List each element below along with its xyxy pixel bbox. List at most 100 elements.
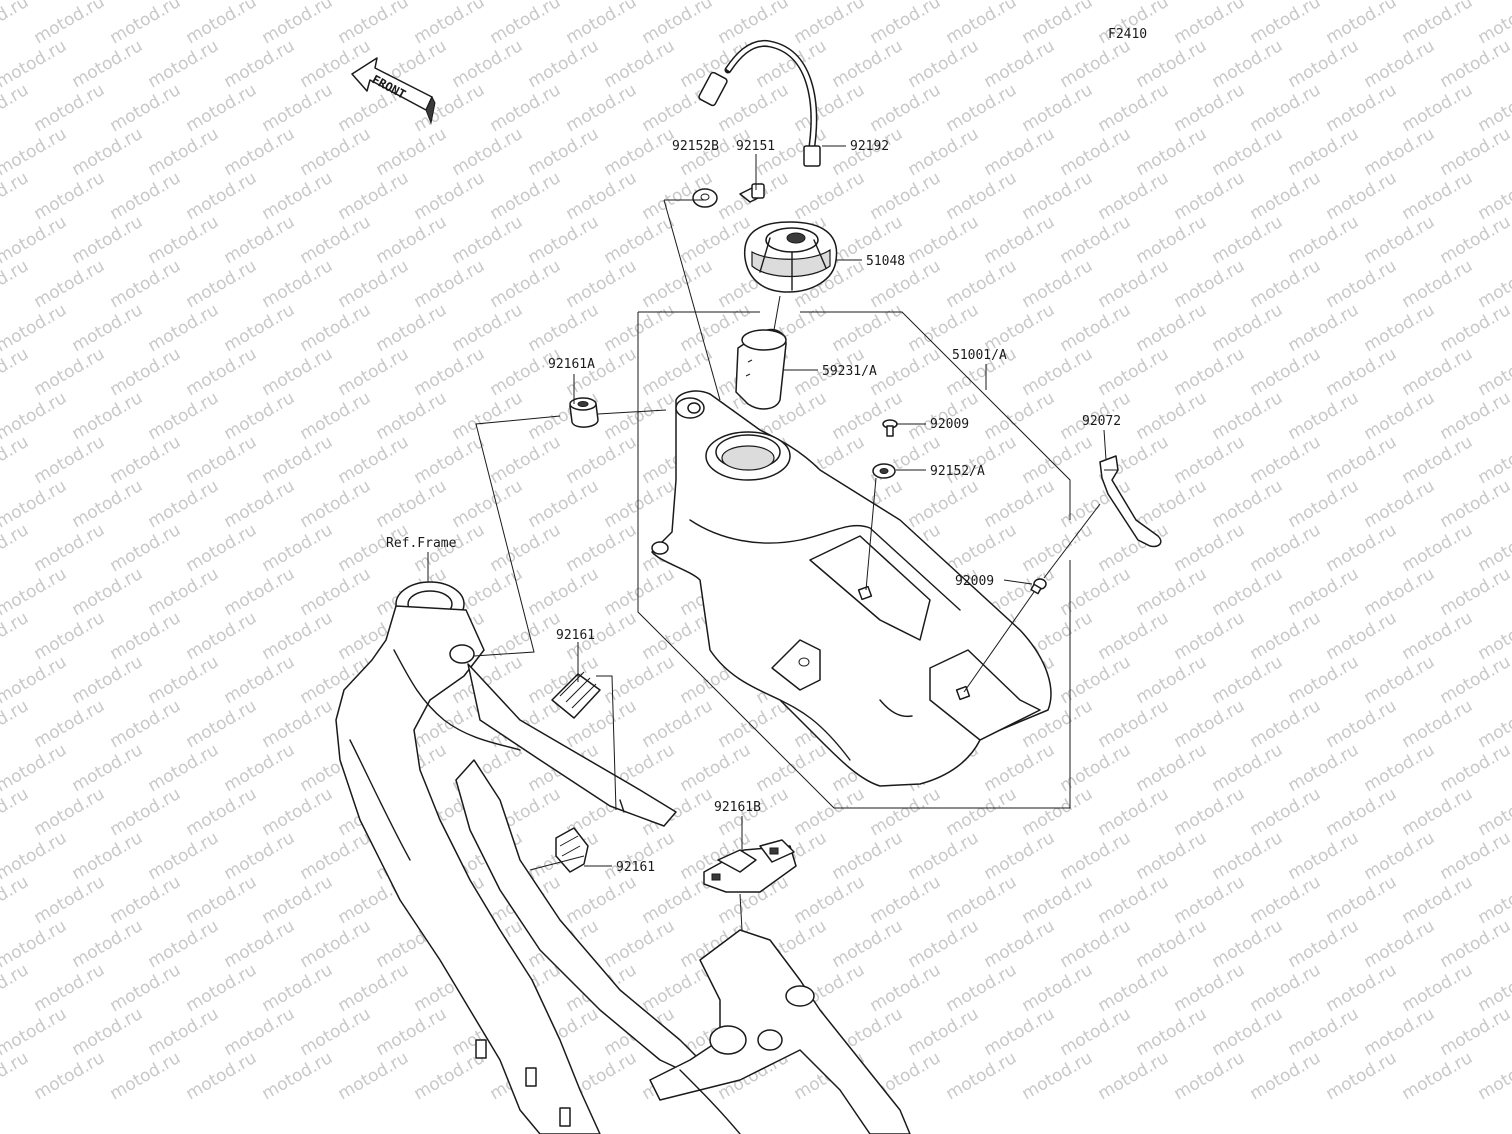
mount-92161b: [703, 839, 797, 893]
watermark-text: motod.ru: [677, 740, 755, 796]
watermark-text: motod.ru: [943, 432, 1021, 488]
watermark-text: motod.ru: [981, 916, 1059, 972]
watermark-text: motod.ru: [69, 212, 147, 268]
watermark-text: motod.ru: [1133, 740, 1211, 796]
watermark-text: motod.ru: [1095, 344, 1173, 400]
watermark-text: motod.ru: [829, 36, 907, 92]
watermark-text: motod.ru: [1133, 212, 1211, 268]
watermark-text: motod.ru: [1399, 696, 1477, 752]
watermark-text: motod.ru: [1095, 80, 1173, 136]
watermark-text: motod.ru: [183, 608, 261, 664]
watermark-text: motod.ru: [1361, 828, 1439, 884]
watermark-text: motod.ru: [943, 960, 1021, 1016]
watermark-text: motod.ru: [69, 124, 147, 180]
watermark-text: motod.ru: [1437, 476, 1512, 532]
watermark-text: motod.ru: [107, 960, 185, 1016]
watermark-text: motod.ru: [829, 300, 907, 356]
watermark-text: motod.ru: [335, 432, 413, 488]
watermark-text: motod.ru: [1437, 36, 1512, 92]
watermark-text: motod.ru: [601, 476, 679, 532]
watermark-text: motod.ru: [69, 740, 147, 796]
watermark-text: motod.ru: [1057, 124, 1135, 180]
watermark-text: motod.ru: [1285, 916, 1363, 972]
washer-92152b: [692, 188, 718, 208]
watermark-text: motod.ru: [905, 476, 983, 532]
watermark-text: motod.ru: [69, 828, 147, 884]
watermark-text: motod.ru: [1095, 872, 1173, 928]
watermark-text: motod.ru: [145, 916, 223, 972]
filler-neck: [735, 328, 787, 410]
watermark-text: motod.ru: [1019, 872, 1097, 928]
watermark-text: motod.ru: [601, 916, 679, 972]
watermark-text: motod.ru: [791, 872, 869, 928]
watermark-text: motod.ru: [1247, 608, 1325, 664]
watermark-text: motod.ru: [563, 872, 641, 928]
watermark-text: motod.ru: [183, 344, 261, 400]
watermark-text: motod.ru: [525, 476, 603, 532]
watermark-text: motod.ru: [297, 828, 375, 884]
watermark-text: motod.ru: [1209, 476, 1287, 532]
watermark-text: motod.ru: [69, 476, 147, 532]
watermark-text: motod.ru: [107, 608, 185, 664]
watermark-text: motod.ru: [1171, 696, 1249, 752]
watermark-text: motod.ru: [829, 916, 907, 972]
watermark-text: motod.ru: [69, 652, 147, 708]
watermark-text: motod.ru: [1323, 960, 1401, 1016]
watermark-text: motod.ru: [0, 1004, 70, 1060]
watermark-text: motod.ru: [1323, 432, 1401, 488]
watermark-text: motod.ru: [145, 36, 223, 92]
watermark-text: motod.ru: [373, 388, 451, 444]
watermark-text: motod.ru: [1361, 652, 1439, 708]
watermark-text: motod.ru: [867, 784, 945, 840]
watermark-text: motod.ru: [981, 828, 1059, 884]
watermark-text: motod.ru: [0, 652, 70, 708]
watermark-text: motod.ru: [1475, 168, 1512, 224]
watermark-text: motod.ru: [221, 476, 299, 532]
watermark-text: motod.ru: [1095, 696, 1173, 752]
watermark-text: motod.ru: [1057, 740, 1135, 796]
watermark-text: motod.ru: [677, 212, 755, 268]
watermark-text: motod.ru: [0, 300, 70, 356]
watermark-text: motod.ru: [1247, 696, 1325, 752]
watermark-text: motod.ru: [1399, 0, 1477, 48]
watermark-text: motod.ru: [1361, 300, 1439, 356]
watermark-text: motod.ru: [221, 36, 299, 92]
watermark-text: motod.ru: [525, 212, 603, 268]
breather-hose: [698, 39, 821, 167]
watermark-text: motod.ru: [449, 124, 527, 180]
watermark-text: motod.ru: [1133, 388, 1211, 444]
watermark-text: motod.ru: [1171, 608, 1249, 664]
watermark-text: motod.ru: [981, 1004, 1059, 1060]
watermark-text: motod.ru: [0, 124, 70, 180]
watermark-text: motod.ru: [1437, 740, 1512, 796]
watermark-text: motod.ru: [1019, 1048, 1097, 1104]
watermark-text: motod.ru: [943, 784, 1021, 840]
watermark-text: motod.ru: [791, 168, 869, 224]
label-59231a: 59231/A: [822, 364, 877, 379]
watermark-text: motod.ru: [1171, 960, 1249, 1016]
watermark-text: motod.ru: [183, 168, 261, 224]
watermark-text: motod.ru: [525, 36, 603, 92]
watermark-text: motod.ru: [1399, 1048, 1477, 1104]
watermark-text: motod.ru: [31, 344, 109, 400]
watermark-text: motod.ru: [487, 520, 565, 576]
leader-lines: [427, 145, 1107, 931]
watermark-text: motod.ru: [1361, 1004, 1439, 1060]
watermark-text: motod.ru: [411, 0, 489, 48]
watermark-text: motod.ru: [981, 124, 1059, 180]
watermark-text: motod.ru: [297, 124, 375, 180]
watermark-text: motod.ru: [1019, 520, 1097, 576]
watermark-text: motod.ru: [373, 476, 451, 532]
watermark-text: motod.ru: [1437, 652, 1512, 708]
watermark-text: motod.ru: [297, 564, 375, 620]
watermark-text: motod.ru: [31, 520, 109, 576]
watermark-text: motod.ru: [259, 80, 337, 136]
watermark-text: motod.ru: [1019, 960, 1097, 1016]
watermark-text: motod.ru: [1285, 828, 1363, 884]
watermark-text: motod.ru: [563, 432, 641, 488]
watermark-text: motod.ru: [1133, 828, 1211, 884]
watermark-text: motod.ru: [107, 344, 185, 400]
watermark-text: motod.ru: [145, 652, 223, 708]
watermark-text: motod.ru: [0, 740, 70, 796]
